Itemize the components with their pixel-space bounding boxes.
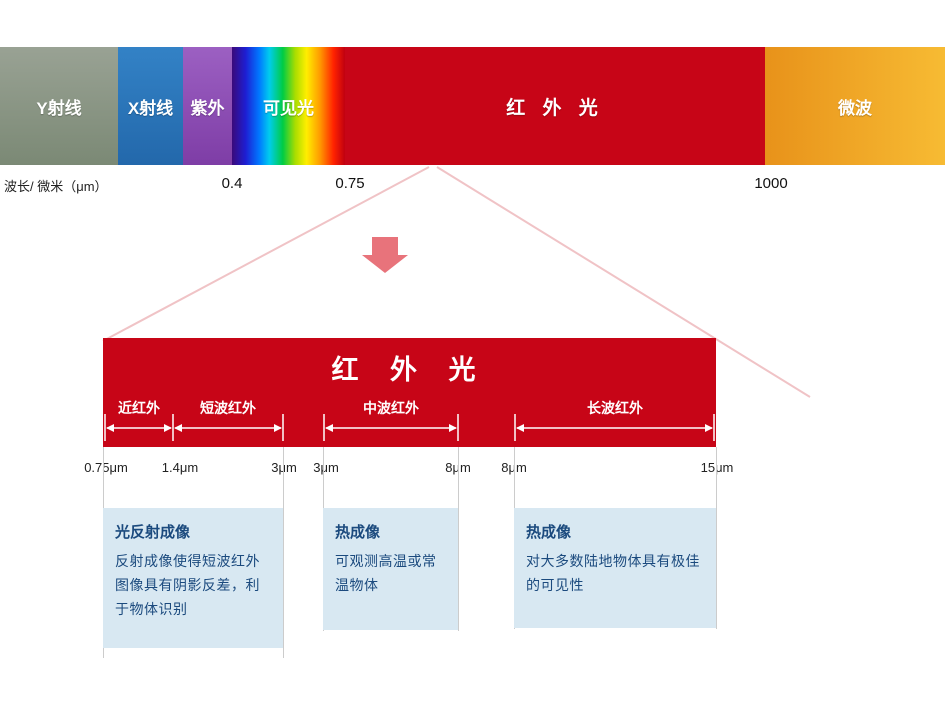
scale-label-3um-a: 3μm [271,460,297,475]
wavelength-axis-label: 波长/ 微米（μm） [4,179,108,194]
segment-microwave: 微波 [765,47,945,165]
card-body: 对大多数陆地物体具有极佳 的可见性 [526,553,700,593]
band-label-mid-wave-ir: 中波红外 [363,400,419,416]
guide-line [716,447,717,629]
band-arrows [104,414,715,441]
segment-microwave-label: 微波 [838,98,872,118]
down-arrow-icon [362,237,408,273]
segment-x-ray: X射线 [118,47,183,165]
band-label-long-wave-ir: 长波红外 [587,400,643,416]
guide-line [458,447,459,631]
infrared-detail-box: 红 外 光 [103,338,716,447]
card-title: 光反射成像 [115,524,191,541]
axis-tick-0_75: 0.75 [335,175,365,192]
spectrum-bar: Y射线 X射线 紫外 可见光 红 外 光 微波 [0,47,945,165]
axis-tick-1000: 1000 [754,175,788,192]
segment-xray-label: X射线 [127,98,174,118]
band-label-near-ir: 近红外 [118,400,160,416]
axis-tick-0_4: 0.4 [221,175,243,192]
segment-ultraviolet: 紫外 [183,47,232,165]
card-title: 热成像 [526,524,572,541]
scale-label-3um-b: 3μm [313,460,339,475]
card-body: 反射成像使得短波红外 图像具有阴影反差，利 于物体识别 [115,553,260,617]
segment-visible-label: 可见光 [263,98,314,118]
card-title: 热成像 [335,524,381,541]
info-card-thermal-imaging-long: 热成像 对大多数陆地物体具有极佳 的可见性 [514,508,716,628]
band-label-short-wave-ir: 短波红外 [200,400,256,416]
scale-label-1_4um: 1.4μm [161,460,199,475]
segment-gamma-ray: Y射线 [0,47,118,165]
segment-gamma-label: Y射线 [36,98,82,118]
band-arrowheads [106,424,713,432]
scale-label-0_75um: 0.75μm [84,460,128,475]
scale-label-15um: 15μm [700,460,734,475]
info-card-reflection-imaging: 光反射成像 反射成像使得短波红外 图像具有阴影反差，利 于物体识别 [103,508,283,648]
band-ticks [104,414,715,441]
info-card-thermal-imaging-mid: 热成像 可观测高温或常 温物体 [323,508,458,630]
segment-uv-label: 紫外 [190,98,225,118]
down-arrow-head [362,255,408,273]
guide-line [283,447,284,658]
down-arrow-stem [372,237,398,255]
segment-visible-light: 可见光 [232,47,345,165]
segment-infrared-label: 红 外 光 [506,97,604,119]
detail-title: 红 外 光 [331,355,488,385]
segment-infrared: 红 外 光 [345,47,765,165]
card-body: 可观测高温或常 温物体 [335,553,437,593]
